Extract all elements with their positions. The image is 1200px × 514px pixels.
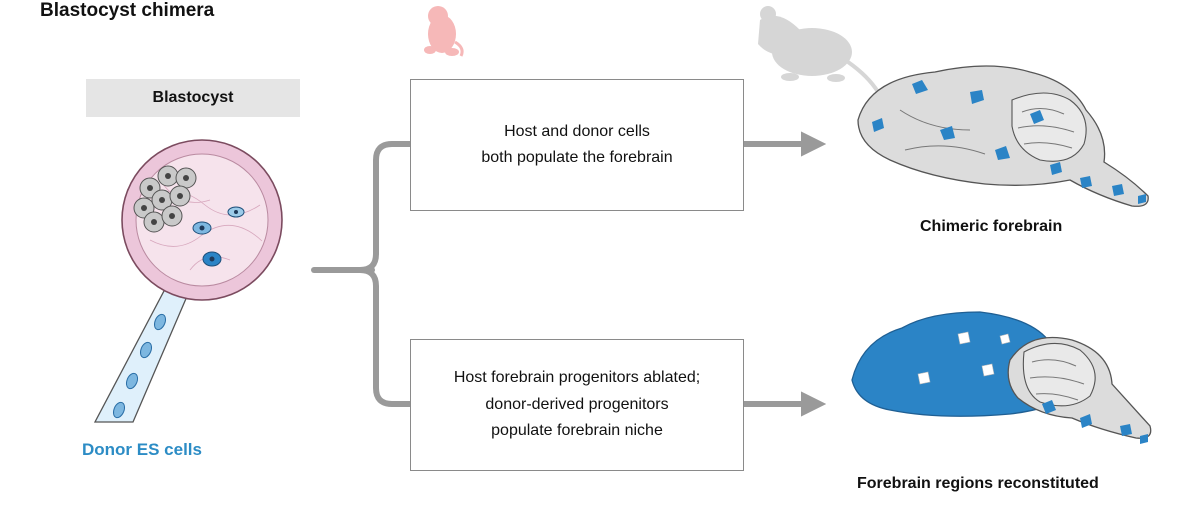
blastocyst-label: Blastocyst	[86, 79, 300, 117]
path-box-reconstituted: Host forebrain progenitors ablated; dono…	[410, 339, 744, 471]
outcome-label-reconstituted: Forebrain regions reconstituted	[857, 475, 1099, 492]
donor-es-cells-label: Donor ES cells	[82, 440, 202, 459]
path-description-chimeric: Host and donor cells both populate the f…	[481, 122, 673, 166]
blastocyst-illustration	[121, 139, 283, 301]
figure-title: Blastocyst chimera	[40, 0, 215, 21]
mouse-icon	[758, 6, 880, 94]
brain-illustration-chimeric	[857, 65, 1149, 207]
path-description-reconstituted: Host forebrain progenitors ablated; dono…	[453, 369, 701, 440]
pup-icon	[424, 6, 464, 57]
brain-illustration-reconstituted	[851, 311, 1152, 444]
path-box-chimeric: Host and donor cells both populate the f…	[410, 79, 744, 211]
branch-connector	[311, 141, 413, 407]
outcome-label-chimeric: Chimeric forebrain	[920, 218, 1063, 235]
